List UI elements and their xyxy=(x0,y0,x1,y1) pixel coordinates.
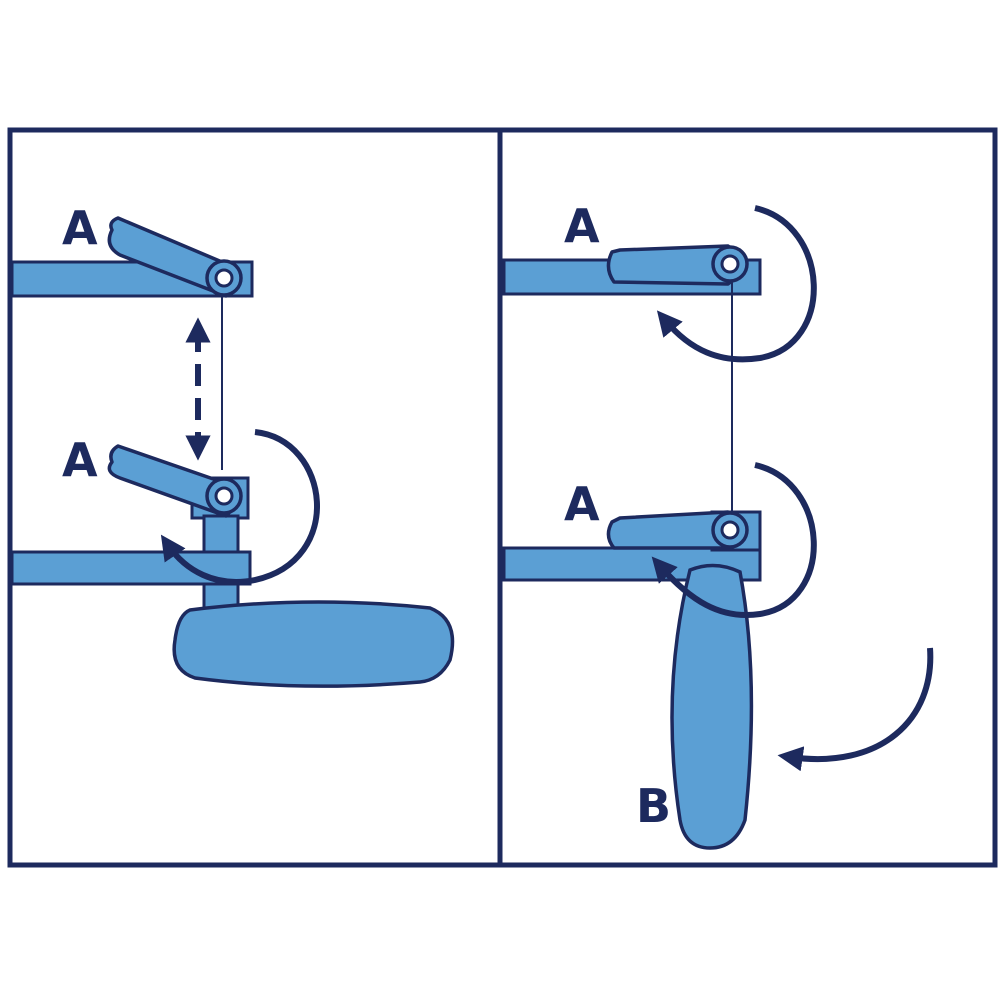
left-rotate-arrow xyxy=(160,429,320,585)
left-label-upper: A xyxy=(62,201,98,255)
left-lower-pivot-hole xyxy=(214,486,234,506)
right-label-upper: A xyxy=(564,199,600,253)
right-upper-pivot-hole xyxy=(720,254,740,274)
right-armrest-pad xyxy=(670,563,754,850)
right-label-armrest: B xyxy=(636,779,671,833)
left-upper-pivot-hole xyxy=(214,268,234,288)
left-armrest-pad xyxy=(172,600,455,688)
left-panel: A A xyxy=(10,201,455,688)
right-panel: A A B xyxy=(502,199,934,850)
right-lower-rotate-arrow xyxy=(651,462,817,618)
right-lower-pivot-hole xyxy=(720,520,740,540)
right-swing-arrow xyxy=(777,647,934,772)
right-label-lower: A xyxy=(564,477,600,531)
right-upper-rotate-arrow xyxy=(656,205,817,363)
left-label-lower: A xyxy=(62,433,98,487)
